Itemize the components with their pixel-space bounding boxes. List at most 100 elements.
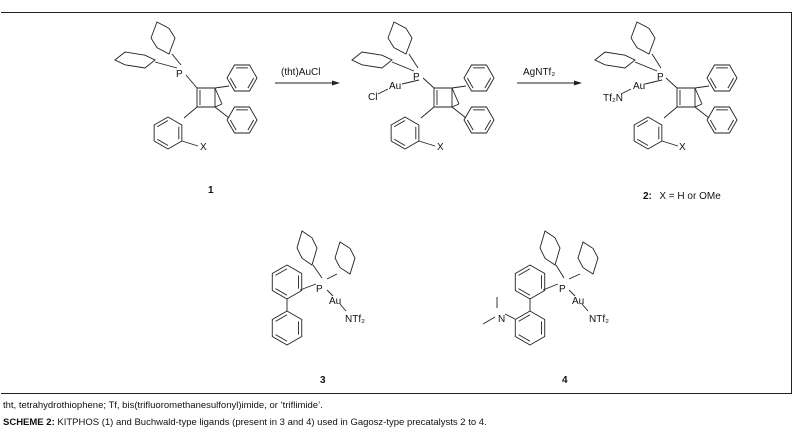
atom-p: P [657, 72, 664, 83]
reagent-tht-aucl: (tht)AuCl [281, 67, 320, 78]
bond [694, 103, 703, 108]
atom-x: X [200, 142, 207, 153]
atom-ntf2: NTf₂ [589, 314, 609, 325]
compound-label-4: 4 [562, 375, 568, 386]
bond [644, 79, 663, 85]
atom-x: X [679, 142, 686, 153]
bond [420, 106, 435, 119]
reaction-arrow-2 [517, 80, 582, 86]
bond [408, 53, 419, 69]
reaction-arrow-1 [275, 80, 340, 86]
double-bond [229, 77, 237, 89]
bond [451, 85, 467, 89]
double-bond [247, 119, 255, 131]
bond [542, 283, 559, 291]
cyclohexyl-ring [150, 21, 176, 55]
double-bond [636, 120, 649, 128]
benzene-ring [706, 64, 738, 92]
bond [422, 77, 435, 89]
bond [694, 85, 710, 89]
double-bond [393, 120, 406, 128]
caption-prefix: SCHEME 2: [3, 417, 55, 428]
double-bond [275, 334, 288, 342]
bond [401, 79, 420, 85]
benzene-ring [271, 310, 303, 346]
bond [214, 106, 230, 119]
benzene-ring [271, 264, 303, 300]
atom-p: P [559, 284, 566, 295]
compound-2-substituents: X = H or OMe [659, 191, 721, 202]
bond [154, 61, 178, 69]
double-bond [466, 77, 474, 89]
compound-label-3: 3 [320, 375, 326, 386]
bond [451, 106, 467, 119]
atom-p: P [316, 284, 323, 295]
bond [326, 289, 334, 297]
atom-cl: Cl [368, 92, 377, 103]
bond [299, 283, 317, 291]
atom-n: N [498, 314, 505, 325]
reagent-agntf2: AgNTf₂ [523, 67, 555, 78]
atom-ntf2: Tf₂N [603, 93, 623, 104]
bond [665, 77, 678, 89]
bond [555, 264, 565, 279]
bond [171, 53, 182, 66]
double-bond [709, 77, 717, 89]
bond [581, 303, 589, 312]
bond [185, 74, 198, 89]
double-bond [275, 288, 288, 296]
atom-au: Au [572, 296, 584, 307]
atom-au: Au [633, 81, 645, 92]
aryl-ring [633, 116, 663, 150]
cyclohexyl-ring [594, 51, 636, 69]
double-bond [518, 268, 531, 276]
cyclohexyl-ring [296, 230, 318, 266]
bond [312, 264, 323, 279]
scheme-frame [1, 12, 792, 394]
cyclohexyl-ring [114, 51, 156, 69]
bond [504, 313, 516, 320]
bond [326, 273, 338, 280]
atom-p: P [176, 69, 183, 80]
bond [214, 87, 223, 105]
footnote: tht, tetrahydrothiophene; Tf, bis(triflu… [3, 400, 323, 411]
cyclohexyl-ring [577, 241, 599, 275]
compound-label-2: 2: X = H or OMe [643, 186, 721, 203]
scheme-caption: SCHEME 2: KITPHOS (1) and Buchwald-type … [3, 417, 487, 428]
cyclohexyl-ring [334, 241, 356, 275]
bond [183, 106, 198, 119]
aryl-ring [153, 116, 183, 150]
double-bond [484, 119, 492, 131]
bond [377, 88, 389, 95]
double-bond [709, 119, 717, 131]
compound-label-1: 1 [208, 185, 214, 196]
bond [568, 289, 576, 297]
bond [451, 87, 460, 105]
bond-drawing [114, 21, 738, 346]
double-bond [518, 334, 531, 342]
double-bond [275, 268, 288, 276]
double-bond [229, 119, 237, 131]
double-bond [484, 77, 492, 89]
double-bond [275, 314, 288, 322]
bond [214, 103, 223, 108]
bond [661, 140, 679, 147]
benzene-ring [514, 310, 546, 346]
double-bond [727, 119, 735, 131]
atom-au: Au [329, 296, 341, 307]
benzene-ring [226, 64, 258, 92]
atom-ntf2: NTf₂ [345, 314, 365, 325]
benzene-ring [463, 64, 495, 92]
bond [634, 61, 658, 72]
bond [568, 273, 581, 280]
double-bond [247, 77, 255, 89]
aryl-ring [390, 116, 420, 150]
bond [418, 140, 436, 147]
double-bond [156, 120, 169, 128]
double-bond [518, 288, 531, 296]
double-bond [156, 138, 169, 146]
cyclohexyl-ring [387, 21, 413, 55]
cyclohexyl-ring [539, 230, 561, 266]
caption-text: KITPHOS (1) and Buchwald-type ligands (p… [54, 417, 487, 428]
